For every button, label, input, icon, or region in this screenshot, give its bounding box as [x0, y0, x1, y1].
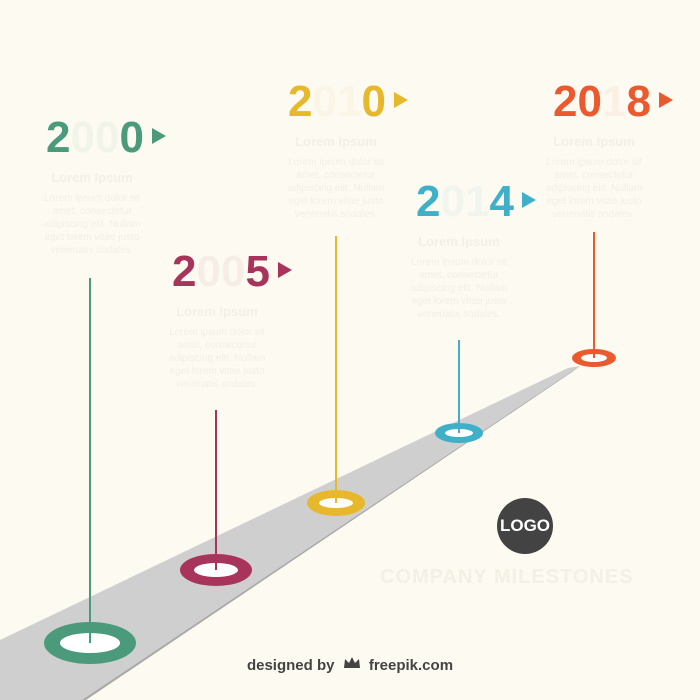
- milestone-2018: [572, 232, 616, 367]
- milestone-title-2018: Lorem Ipsum: [553, 134, 635, 149]
- milestone-text-2005: Lorem ipsum dolor sit amet, consectetur …: [168, 327, 266, 390]
- milestone-title-2000: Lorem Ipsum: [51, 170, 133, 185]
- milestone-title-2005: Lorem Ipsum: [176, 304, 258, 319]
- triangle-arrow-icon: [151, 128, 166, 144]
- credit-brand: freepik.com: [368, 657, 454, 674]
- year-text: 2005: [172, 247, 270, 296]
- year-label-2014: 2014: [416, 180, 536, 224]
- milestone-text-2014: Lorem ipsum dolor sit amet, consectetur …: [410, 257, 508, 320]
- credit-prefix: designed by: [246, 657, 335, 674]
- logo-text: LOGO: [499, 516, 551, 535]
- year-text: 2000: [46, 113, 144, 162]
- triangle-arrow-icon: [658, 92, 673, 108]
- year-text: 2010: [288, 77, 386, 126]
- triangle-arrow-icon: [521, 192, 536, 208]
- year-text: 2014: [416, 177, 514, 226]
- triangle-arrow-icon: [393, 92, 408, 108]
- milestone-2014: [435, 340, 483, 443]
- milestone-2005: [180, 410, 252, 586]
- year-label-2000: 2000: [46, 116, 166, 160]
- milestone-text-2010: Lorem ipsum dolor sit amet, consectetur …: [287, 157, 385, 220]
- milestone-text-2018: Lorem ipsum dolor sit amet, consectetur …: [545, 157, 643, 220]
- credit-line: designed by freepik.com: [0, 656, 700, 674]
- year-label-2010: 2010: [288, 80, 408, 124]
- milestone-2000: [44, 278, 136, 664]
- year-label-2005: 2005: [172, 250, 292, 294]
- crown-icon: [343, 656, 361, 674]
- triangle-arrow-icon: [277, 262, 292, 278]
- company-heading: COMPANY MILESTONES: [380, 566, 634, 588]
- milestone-title-2010: Lorem Ipsum: [295, 134, 377, 149]
- year-text: 2018: [553, 77, 651, 126]
- milestone-text-2000: Lorem ipsum dolor sit amet, consectetur …: [43, 193, 141, 256]
- logo-badge: LOGO: [497, 498, 553, 554]
- milestone-2010: [307, 236, 365, 516]
- year-label-2018: 2018: [553, 80, 673, 124]
- road: [0, 366, 580, 700]
- milestone-title-2014: Lorem Ipsum: [418, 234, 500, 249]
